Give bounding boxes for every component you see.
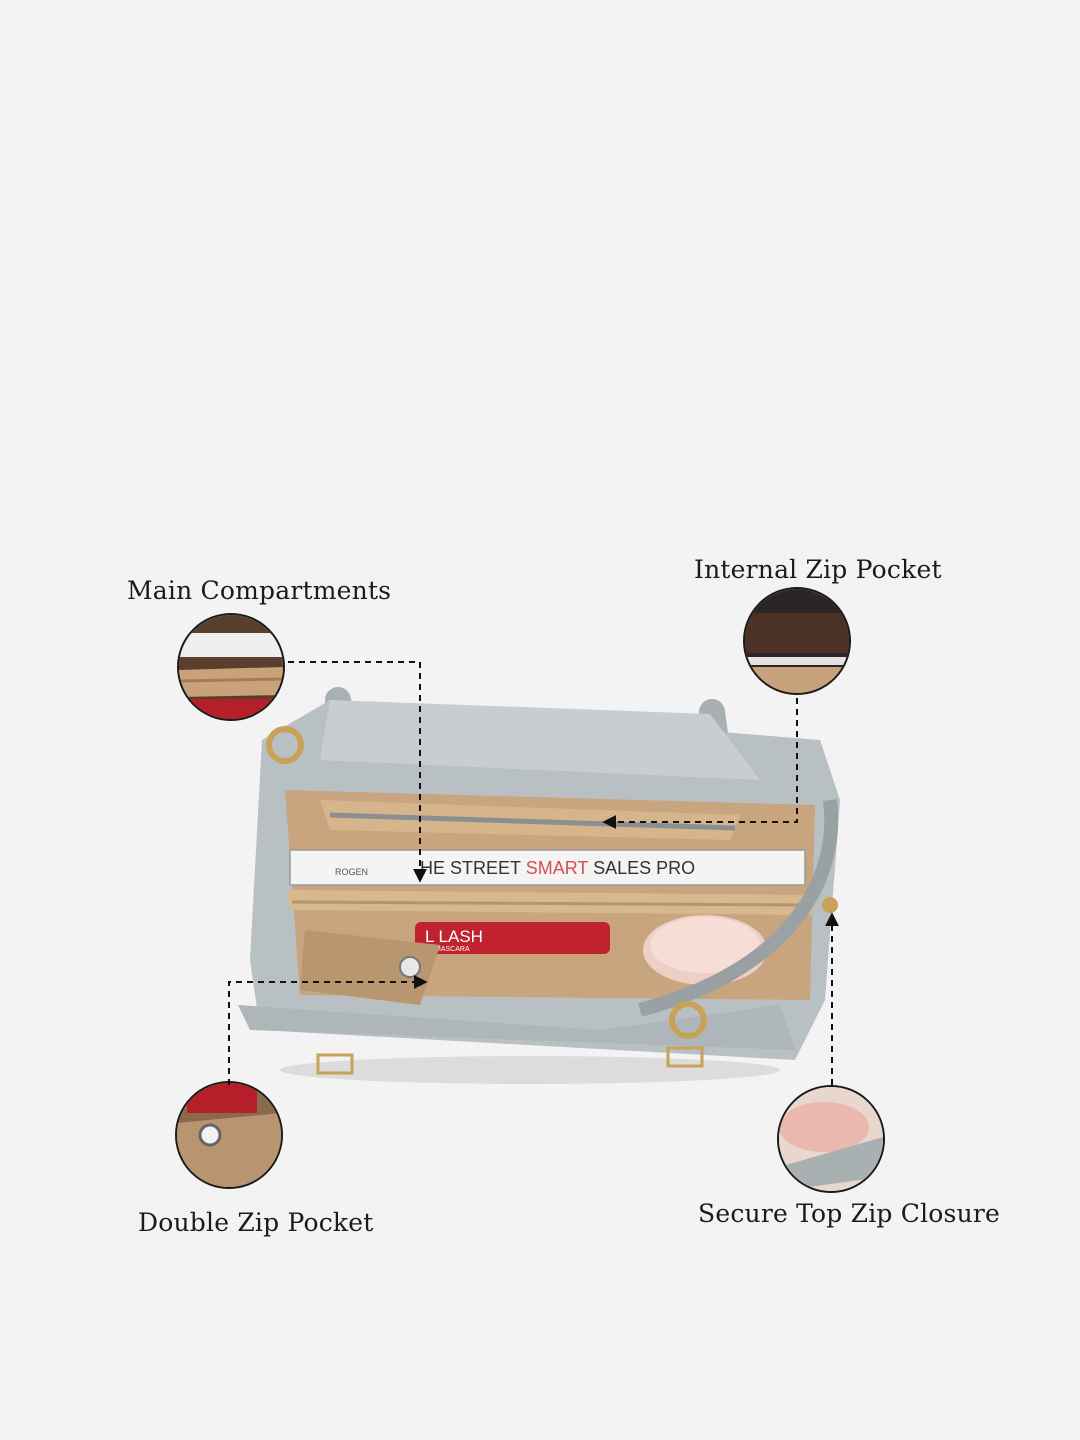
mascara-sub-label: MASCARA	[435, 946, 470, 953]
leader-main-compartments	[288, 661, 427, 883]
hardware-ring-left	[266, 726, 304, 764]
zoom-circle-internal-zip-pocket	[743, 587, 851, 695]
callout-label-main-compartments: Main Compartments	[127, 576, 392, 605]
magnetic-snap	[399, 956, 421, 978]
callout-label-internal-zip-pocket: Internal Zip Pocket	[694, 555, 942, 584]
zip-pull	[822, 897, 838, 913]
book-title: HE STREET SMART SALES PRO	[420, 858, 695, 878]
leader-double-zip-pocket	[228, 975, 428, 1085]
bag-front-panel	[238, 1005, 795, 1050]
buckle-right	[666, 1046, 704, 1068]
bag-shadow	[280, 1056, 780, 1084]
zoom-circle-secure-top-zip-closure	[777, 1085, 885, 1193]
double-zip-pocket-area	[300, 930, 440, 1005]
mascara	[415, 922, 610, 954]
zoom-circle-main-compartments	[177, 613, 285, 721]
buckle-left	[316, 1053, 354, 1075]
leader-internal-zip-pocket	[602, 698, 798, 829]
book-author: ROGEN	[335, 867, 368, 877]
hardware-ring-right	[669, 1001, 707, 1039]
top-zip-closure	[638, 799, 839, 1017]
main-compartment-zip-teeth	[291, 900, 811, 907]
zoom-circle-double-zip-pocket	[175, 1081, 283, 1189]
powder-compact-lid	[650, 917, 760, 973]
book-edge	[289, 849, 806, 886]
callout-label-double-zip-pocket: Double Zip Pocket	[138, 1208, 374, 1237]
internal-zip-line	[329, 812, 736, 831]
bag-back-panel	[320, 700, 760, 780]
callout-label-secure-top-zip-closure: Secure Top Zip Closure	[698, 1199, 1001, 1228]
mascara-label: L LASH	[425, 927, 483, 946]
